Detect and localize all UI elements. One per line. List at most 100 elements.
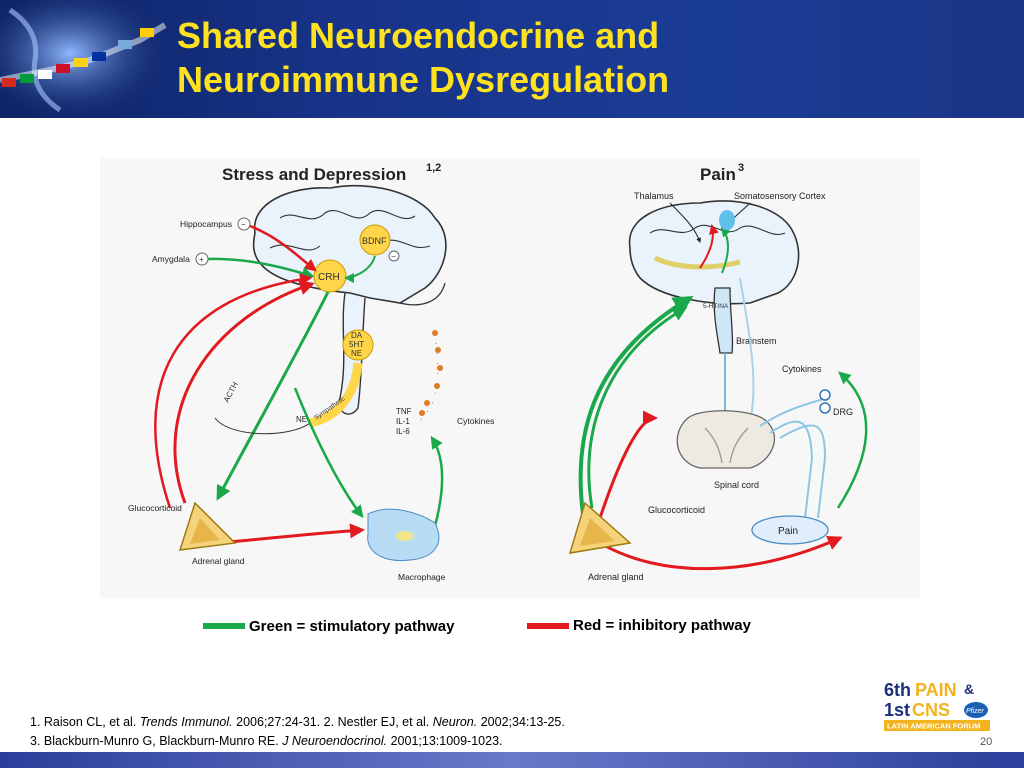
cytokine-dot	[437, 365, 443, 371]
pathway-diagram: Stress and Depression 1,2 CRH BDNF − DA …	[100, 158, 920, 598]
thalamus-pointer	[669, 202, 702, 243]
5ht-na-label: 5-HT/NA	[703, 303, 729, 310]
drg-node-1	[819, 389, 831, 401]
5ht-label: 5HT	[349, 340, 364, 349]
red-legend-label: Red = inhibitory pathway	[573, 617, 751, 634]
thalamus-cortex-green-arrow	[720, 226, 731, 274]
slide-title: Shared Neuroendocrine and Neuroimmune Dy…	[177, 14, 669, 102]
macrophage-nucleus	[396, 531, 414, 541]
adrenal-pain-red-arrow	[599, 536, 843, 571]
ref2-details: 2002;34:13-25.	[477, 715, 565, 729]
left-panel-stress-depression: Stress and Depression 1,2 CRH BDNF − DA …	[128, 162, 494, 582]
spinal-cord-grey-matter	[704, 427, 749, 464]
thalamus-cortex-red-arrow	[699, 224, 719, 269]
cytokine-dot	[419, 410, 425, 416]
pain-node	[751, 515, 829, 545]
cytokine-dot	[435, 347, 441, 353]
sympathetic-band	[308, 362, 363, 428]
left-glucocorticoid-label: Glucocorticoid	[128, 503, 182, 513]
slide-title-line2: Neuroimmune Dysregulation	[177, 59, 670, 100]
logo-forum-text: LATIN AMERICAN FORUM	[887, 722, 980, 731]
il6-label: IL-6	[396, 427, 410, 436]
bottom-bar	[0, 752, 1024, 768]
logo-ribbon	[884, 720, 990, 731]
logo-6th: 6th	[884, 680, 911, 700]
tnf-label: TNF	[396, 407, 412, 416]
right-adrenal-inner	[580, 518, 615, 546]
reference-line-1: 1. Raison CL, et al. Trends Immunol. 200…	[30, 713, 565, 732]
adrenal-brainstem-green-arrow	[587, 306, 688, 509]
left-adrenal-label: Adrenal gland	[192, 556, 245, 566]
somatosensory-cortex-label: Somatosensory Cortex	[734, 191, 826, 201]
bdnf-node	[359, 224, 391, 256]
brainstem-label: Brainstem	[736, 336, 777, 346]
glucocorticoid-spinal-red-arrow	[598, 410, 658, 519]
right-adrenal-label: Adrenal gland	[588, 572, 644, 582]
amygdala-sign: +	[199, 255, 204, 264]
right-panel-title: Pain	[700, 165, 736, 184]
green-legend-label: Green = stimulatory pathway	[249, 618, 455, 635]
references: 1. Raison CL, et al. Trends Immunol. 200…	[30, 713, 565, 751]
cortex-neuron	[719, 210, 735, 230]
red-legend-swatch	[527, 623, 569, 629]
header-banner: Shared Neuroendocrine and Neuroimmune Dy…	[0, 0, 1024, 118]
left-brain-gyri	[279, 210, 416, 220]
logo-pain: PAIN	[915, 680, 957, 700]
drg-label: DRG	[833, 407, 853, 417]
ref2-journal: Neuron.	[432, 715, 478, 729]
cytokine-dot	[434, 383, 440, 389]
forum-logo: 6th PAIN & 1st CNS Pfizer LATIN AMERICAN…	[884, 680, 990, 731]
page-number: 20	[980, 736, 993, 748]
hippocampus-sign-circle	[237, 217, 251, 231]
amygdala-label: Amygdala	[152, 254, 190, 264]
glucocorticoid-brain-arrow	[154, 273, 313, 509]
ref3-journal: J Neuroendocrinol.	[282, 734, 388, 748]
right-panel-title-sup: 3	[738, 162, 744, 174]
crh-acth-arrow	[216, 291, 330, 501]
ref1-details: 2006;27:24-31. 2. Nestler EJ, et al.	[232, 715, 433, 729]
green-legend-swatch	[203, 623, 245, 629]
pfizer-logo-text: Pfizer	[966, 708, 985, 715]
hippocampus-crh-arrow	[249, 224, 317, 272]
right-thalamus-region	[653, 255, 741, 270]
glucocorticoid-crh-arrow	[173, 280, 315, 504]
pain-cytokines-arrow	[836, 371, 868, 509]
right-panel-pain: Pain 3 Thalamus Somatosensory Cortex 5-H…	[568, 162, 868, 582]
hippocampus-label: Hippocampus	[180, 219, 232, 229]
ne-bubble-label: NE	[351, 349, 362, 358]
left-panel-title-sup: 1,2	[426, 162, 441, 174]
glucocorticoid-macrophage-arrow	[219, 523, 365, 545]
il1-label: IL-1	[396, 417, 410, 426]
logo-ampersand: &	[964, 681, 974, 697]
right-brain-shape	[628, 200, 800, 305]
left-cerebellum	[399, 282, 446, 306]
right-glucocorticoid-label: Glucocorticoid	[648, 505, 705, 515]
monoamine-node	[342, 329, 374, 361]
cytokine-dot	[424, 400, 430, 406]
cytokine-dot	[432, 330, 438, 336]
bdnf-label: BDNF	[362, 236, 387, 246]
pain-fiber-1	[769, 420, 814, 519]
left-adrenal-inner	[190, 518, 220, 544]
drg-node-2	[819, 402, 831, 414]
ref3-details: 2001;13:1009-1023.	[387, 734, 503, 748]
reference-line-2: 3. Blackburn-Munro G, Blackburn-Munro RE…	[30, 732, 565, 751]
bdnf-sign: −	[391, 252, 396, 261]
logo-cns: CNS	[912, 700, 950, 720]
crh-label: CRH	[318, 272, 340, 283]
bdnf-sign-circle	[388, 250, 400, 262]
ref1-text: 1. Raison CL, et al.	[30, 715, 140, 729]
macrophage-cytokines-arrow	[430, 435, 444, 527]
spinal-cord-shape	[676, 410, 776, 469]
header-decoration-graphic	[0, 0, 175, 118]
ne-macrophage-arrow	[293, 387, 364, 518]
pain-fiber-2	[779, 424, 827, 519]
ne-label: NE	[296, 415, 307, 424]
adrenal-brain-green-arrow	[578, 295, 694, 529]
da-label: DA	[351, 331, 363, 340]
thalamus-label: Thalamus	[634, 191, 674, 201]
ref3-text: 3. Blackburn-Munro G, Blackburn-Munro RE…	[30, 734, 283, 748]
spinal-cord-label: Spinal cord	[714, 480, 759, 490]
ref1-journal: Trends Immunol.	[139, 715, 233, 729]
bdnf-crh-arrow	[344, 255, 376, 283]
